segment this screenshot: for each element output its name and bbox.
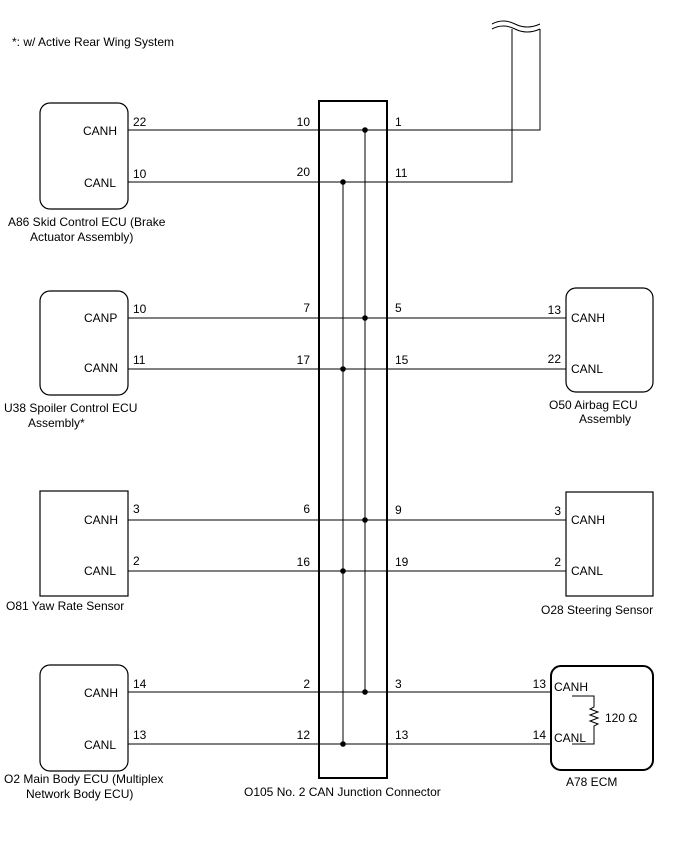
junction-connector-label: O105 No. 2 CAN Junction Connector bbox=[244, 785, 441, 799]
a86-name-line2: Actuator Assembly) bbox=[30, 230, 133, 244]
o2-sig-l: CANL bbox=[84, 738, 116, 752]
o50-pin-h: 13 bbox=[548, 303, 562, 317]
o28-box bbox=[565, 491, 654, 597]
junction-pin: 20 bbox=[297, 165, 311, 179]
footnote: *: w/ Active Rear Wing System bbox=[12, 35, 174, 49]
o2-sig-h: CANH bbox=[84, 686, 118, 700]
o2-box bbox=[39, 664, 129, 772]
o28-name: O28 Steering Sensor bbox=[541, 603, 653, 617]
a86-name-line1: A86 Skid Control ECU (Brake bbox=[8, 215, 166, 229]
junction-pin: 13 bbox=[395, 728, 409, 742]
a78-resistor-value: 120 Ω bbox=[605, 711, 637, 725]
u38-name-line1: U38 Spoiler Control ECU bbox=[4, 401, 137, 415]
a86-sig-l: CANL bbox=[84, 176, 116, 190]
u38-box bbox=[39, 290, 129, 396]
junction-pin: 16 bbox=[297, 555, 311, 569]
o2-name-line2: Network Body ECU) bbox=[26, 787, 133, 801]
a78-name: A78 ECM bbox=[566, 775, 617, 789]
component-a78: CANH CANL 13 14 120 Ω A78 ECM bbox=[533, 665, 654, 789]
junction-pin: 7 bbox=[303, 301, 310, 315]
u38-name-line2: Assembly* bbox=[28, 416, 85, 430]
wire-break-symbol bbox=[491, 20, 541, 33]
a78-sig-l: CANL bbox=[554, 731, 586, 745]
junction-pin: 1 bbox=[395, 115, 402, 129]
component-o2: CANH CANL 14 13 O2 Main Body ECU (Multip… bbox=[4, 664, 163, 801]
junction-pins-left: 10 20 7 17 6 16 2 12 bbox=[297, 115, 311, 742]
o2-pin-h: 14 bbox=[133, 677, 147, 691]
junction-pin: 5 bbox=[395, 301, 402, 315]
junction-pin: 11 bbox=[395, 166, 408, 180]
component-a86: CANH CANL 22 10 A86 Skid Control ECU (Br… bbox=[8, 102, 166, 244]
o81-box bbox=[39, 490, 129, 597]
wires bbox=[128, 29, 566, 745]
a78-pin-h: 13 bbox=[533, 677, 547, 691]
termination-resistor-icon bbox=[572, 695, 600, 745]
junction-pin: 6 bbox=[303, 502, 310, 516]
component-o81: CANH CANL 3 2 O81 Yaw Rate Sensor bbox=[6, 490, 140, 613]
u38-sig-l: CANN bbox=[84, 361, 118, 375]
a78-pin-l: 14 bbox=[533, 728, 547, 742]
junction-pin: 15 bbox=[395, 353, 409, 367]
o50-box bbox=[565, 287, 654, 393]
component-o50: CANH CANL 13 22 O50 Airbag ECU Assembly bbox=[548, 287, 654, 426]
junction-pin: 17 bbox=[297, 353, 311, 367]
junction-pin: 10 bbox=[297, 115, 311, 129]
o28-pin-h: 3 bbox=[554, 504, 561, 518]
u38-pin-h: 10 bbox=[133, 302, 147, 316]
o81-name: O81 Yaw Rate Sensor bbox=[6, 599, 124, 613]
a86-sig-h: CANH bbox=[83, 124, 117, 138]
component-o28: CANH CANL 3 2 O28 Steering Sensor bbox=[541, 491, 654, 617]
a86-pin-h: 22 bbox=[133, 115, 147, 129]
junction-pin: 19 bbox=[395, 555, 409, 569]
o50-pin-l: 22 bbox=[548, 352, 562, 366]
u38-sig-h: CANP bbox=[84, 311, 117, 325]
o50-sig-h: CANH bbox=[571, 311, 605, 325]
u38-pin-l: 11 bbox=[133, 353, 146, 367]
a86-box bbox=[39, 102, 129, 210]
junction-pin: 9 bbox=[395, 503, 402, 517]
junction-pins-right: 1 11 5 15 9 19 3 13 bbox=[395, 115, 409, 742]
junction-connector-body bbox=[318, 100, 388, 779]
o28-pin-l: 2 bbox=[554, 555, 561, 569]
o2-name-line1: O2 Main Body ECU (Multiplex bbox=[4, 772, 163, 786]
o81-pin-l: 2 bbox=[133, 554, 140, 568]
o2-pin-l: 13 bbox=[133, 728, 147, 742]
junction-pin: 2 bbox=[303, 677, 310, 691]
o50-name-line1: O50 Airbag ECU bbox=[549, 398, 638, 412]
o50-sig-l: CANL bbox=[571, 362, 603, 376]
o28-sig-h: CANH bbox=[571, 513, 605, 527]
component-u38: CANP CANN 10 11 U38 Spoiler Control ECU … bbox=[4, 290, 147, 430]
o81-pin-h: 3 bbox=[133, 502, 140, 516]
o50-name-line2: Assembly bbox=[579, 412, 631, 426]
o28-sig-l: CANL bbox=[571, 564, 603, 578]
a78-sig-h: CANH bbox=[554, 680, 588, 694]
a86-pin-l: 10 bbox=[133, 167, 147, 181]
o81-sig-l: CANL bbox=[84, 564, 116, 578]
junction-pin: 12 bbox=[297, 728, 311, 742]
junction-pin: 3 bbox=[395, 677, 402, 691]
o81-sig-h: CANH bbox=[84, 513, 118, 527]
